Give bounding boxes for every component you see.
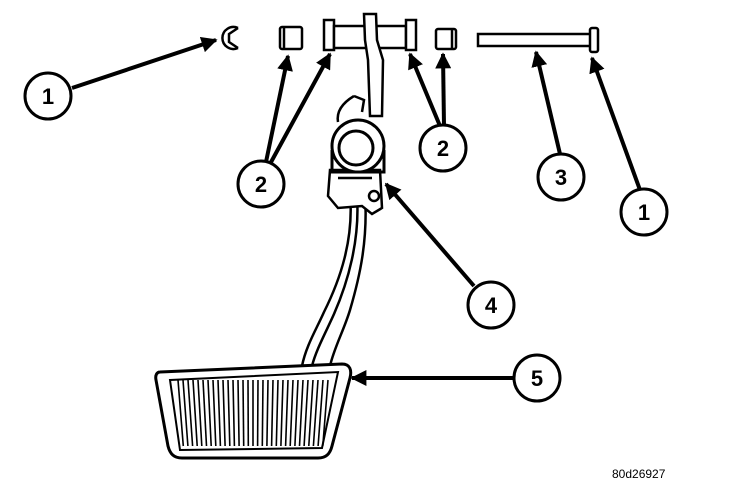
pedal-pad-rib bbox=[303, 379, 309, 447]
callout-5: 5 bbox=[512, 353, 562, 403]
retaining-clip bbox=[221, 25, 239, 51]
pedal-pad-rib bbox=[289, 379, 294, 447]
callout-1a-label: 1 bbox=[42, 84, 54, 109]
pedal-pad-rib bbox=[182, 379, 189, 447]
bushing-left bbox=[278, 25, 304, 51]
pedal-pad-rib bbox=[232, 379, 236, 447]
pedal-pad-rib bbox=[217, 379, 222, 447]
pedal-pad-rib bbox=[270, 379, 274, 447]
callout-1b: 1 bbox=[619, 187, 669, 237]
callout-3: 3 bbox=[536, 152, 586, 202]
leader-lines bbox=[71, 36, 642, 386]
pedal-sensor bbox=[330, 118, 386, 174]
pedal-pad-rib bbox=[192, 379, 198, 447]
leader-2b-2 bbox=[435, 52, 452, 127]
pedal-pad-rib bbox=[298, 379, 304, 447]
pedal-pad-rib bbox=[202, 379, 208, 447]
pedal-pad-rib bbox=[317, 379, 324, 447]
bushing-right bbox=[434, 27, 458, 51]
pedal-pad-rib bbox=[237, 379, 240, 447]
callout-2a: 2 bbox=[236, 159, 286, 209]
callout-3-label: 3 bbox=[555, 165, 567, 190]
leader-2a-2 bbox=[268, 52, 332, 165]
leader-4 bbox=[384, 182, 476, 288]
pedal-pad-rib bbox=[177, 379, 185, 447]
pedal-pad-rib bbox=[212, 379, 217, 447]
pedal-pad-rib bbox=[197, 379, 203, 447]
pedal-pad-rib bbox=[222, 379, 226, 447]
callout-2b-label: 2 bbox=[437, 136, 449, 161]
callout-5-label: 5 bbox=[531, 366, 543, 391]
callout-4: 4 bbox=[466, 280, 516, 330]
pedal-pad bbox=[154, 362, 353, 460]
pivot-pin bbox=[476, 26, 600, 54]
leader-2a-1 bbox=[264, 54, 293, 163]
pedal-pad-rib bbox=[322, 379, 329, 447]
pedal-arm bbox=[300, 192, 367, 368]
pedal-arm-upper bbox=[336, 12, 385, 123]
pedal-pad-rib bbox=[187, 379, 194, 447]
pedal-pad-rib bbox=[280, 379, 284, 447]
switch-bracket bbox=[326, 168, 384, 216]
pedal-pad-rib bbox=[242, 379, 245, 447]
callout-1a: 1 bbox=[23, 71, 73, 121]
pedal-pad-rib bbox=[284, 379, 289, 447]
pedal-pad-rib bbox=[308, 379, 314, 447]
callout-1b-label: 1 bbox=[638, 200, 650, 225]
pedal-pad-ribs bbox=[177, 379, 329, 447]
leader-2b-1 bbox=[408, 52, 442, 127]
pedal-pad-rib bbox=[312, 379, 319, 447]
callout-2a-label: 2 bbox=[255, 172, 267, 197]
pedal-pad-rib bbox=[266, 379, 269, 447]
leader-3 bbox=[531, 50, 562, 155]
pedal-pad-rib bbox=[275, 379, 279, 447]
pedal-pad-rib bbox=[294, 379, 299, 447]
pedal-pad-rib bbox=[207, 379, 212, 447]
leader-1a bbox=[71, 36, 218, 90]
callout-4-label: 4 bbox=[485, 293, 498, 318]
leader-1b bbox=[589, 56, 642, 191]
callout-2b: 2 bbox=[418, 123, 468, 173]
pedal-pad-rib bbox=[261, 379, 264, 447]
figure-code: 80d26927 bbox=[612, 467, 666, 481]
pedal-pad-rib bbox=[227, 379, 231, 447]
